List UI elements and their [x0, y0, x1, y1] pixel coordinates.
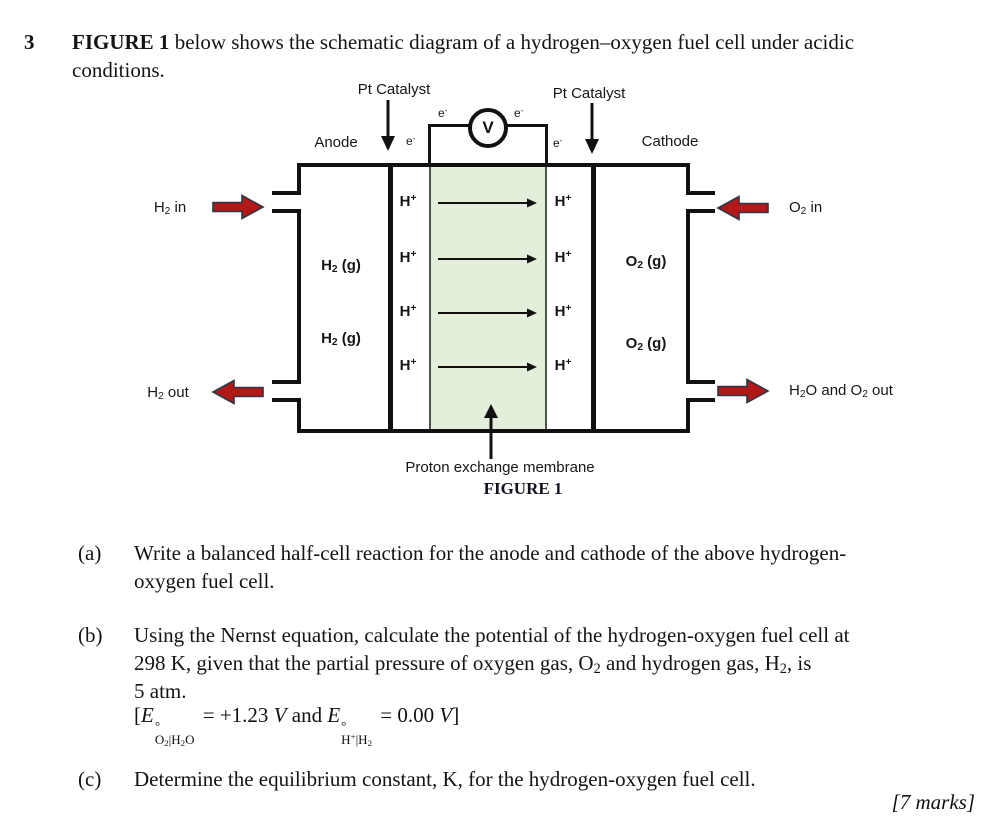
- right-port-stub: [686, 191, 715, 195]
- proton-flow-arrow: [438, 308, 537, 318]
- anode-label: Anode: [314, 134, 358, 151]
- membrane-caption: Proton exchange membrane: [405, 459, 595, 476]
- part-a-line1: Write a balanced half-cell reaction for …: [134, 541, 847, 565]
- electron-label: e-: [406, 133, 416, 148]
- intro-bold-text: FIGURE 1: [72, 30, 170, 54]
- proton-flow-arrow: [438, 198, 537, 208]
- right-wall-segment: [686, 163, 690, 195]
- proton-flow-arrow: [438, 362, 537, 372]
- figure-caption: FIGURE 1: [483, 479, 563, 498]
- anode-electrode: [388, 163, 393, 433]
- electron-label: e-: [553, 135, 563, 150]
- pt-catalyst-arrow-down: [585, 103, 599, 154]
- h-plus-label: H+: [554, 356, 572, 374]
- cathode-label: Cathode: [641, 133, 699, 150]
- h2-gas-label: H2 (g): [321, 257, 361, 276]
- part-a-line2: oxygen fuel cell.: [134, 569, 275, 593]
- left-wall-segment: [297, 398, 301, 433]
- right-port-stub: [686, 209, 715, 213]
- pt-catalyst-arrow-down: [381, 100, 395, 151]
- circuit-wire: [428, 124, 431, 166]
- part-a-label: (a): [78, 541, 102, 565]
- o2-gas-label: O2 (g): [625, 253, 667, 272]
- proton-exchange-membrane: [429, 163, 547, 431]
- question-intro-line1: FIGURE 1 below shows the schematic diagr…: [72, 29, 854, 55]
- left-wall-segment: [297, 209, 301, 384]
- left-port-stub: [272, 398, 301, 402]
- h-plus-label: H+: [554, 302, 572, 320]
- electron-label: e-: [514, 105, 524, 120]
- circuit-wire: [428, 124, 474, 127]
- circuit-wire: [503, 124, 548, 127]
- o2-in-label: O2 in: [789, 199, 823, 218]
- h2-out-arrow: [211, 379, 264, 405]
- cell-bottom-edge: [299, 429, 690, 433]
- right-port-stub: [686, 398, 715, 402]
- right-wall-segment: [686, 209, 690, 384]
- cathode-electrode: [591, 163, 596, 433]
- o2-in-arrow: [716, 195, 769, 221]
- h-plus-label: H+: [399, 248, 417, 266]
- intro-rest-text: below shows the schematic diagram of a h…: [169, 30, 855, 54]
- part-b-line2: 298 K, given that the partial pressure o…: [134, 651, 812, 678]
- marks-note: [7 marks]: [891, 790, 975, 814]
- part-b-line3: 5 atm.: [134, 679, 187, 703]
- h2o-o2-out-arrow: [717, 378, 770, 404]
- voltmeter: V: [468, 108, 508, 148]
- right-port-stub: [686, 380, 715, 384]
- part-b-line1: Using the Nernst equation, calculate the…: [134, 623, 850, 647]
- left-port-stub: [272, 191, 301, 195]
- electron-label: e-: [438, 105, 448, 120]
- right-wall-segment: [686, 398, 690, 433]
- left-wall-segment: [297, 163, 301, 195]
- h2-in-arrow: [212, 194, 265, 220]
- part-c-line1: Determine the equilibrium constant, K, f…: [134, 767, 756, 791]
- part-b-label: (b): [78, 623, 103, 647]
- h2-gas-label: H2 (g): [321, 330, 361, 349]
- pt-catalyst-left-label: Pt Catalyst: [357, 81, 431, 98]
- h2-out-label: H2 out: [147, 384, 189, 403]
- left-port-stub: [272, 209, 301, 213]
- h2o-o2-out-label: H2O and O2 out: [789, 382, 893, 401]
- h-plus-label: H+: [554, 192, 572, 210]
- h-plus-label: H+: [399, 356, 417, 374]
- left-port-stub: [272, 380, 301, 384]
- part-c-label: (c): [78, 767, 102, 791]
- question-number: 3: [24, 30, 35, 54]
- h2-in-label: H2 in: [153, 199, 187, 218]
- nernst-equation: [E°O2|H2O = +1.23 V and E°H+|H2 = 0.00 V…: [134, 703, 460, 748]
- h-plus-label: H+: [554, 248, 572, 266]
- membrane-pointer-arrow: [484, 404, 498, 459]
- cell-top-edge: [299, 163, 690, 167]
- question-intro-line2: conditions.: [72, 58, 165, 82]
- voltmeter-label: V: [482, 118, 494, 137]
- pt-catalyst-right-label: Pt Catalyst: [552, 85, 626, 102]
- proton-flow-arrow: [438, 254, 537, 264]
- fuel-cell-diagram: V Pt Catalyst Pt Catalyst e- e- e- e- An…: [147, 81, 893, 498]
- h-plus-label: H+: [399, 302, 417, 320]
- o2-gas-label: O2 (g): [625, 335, 667, 354]
- h-plus-label: H+: [399, 192, 417, 210]
- circuit-wire: [545, 124, 548, 166]
